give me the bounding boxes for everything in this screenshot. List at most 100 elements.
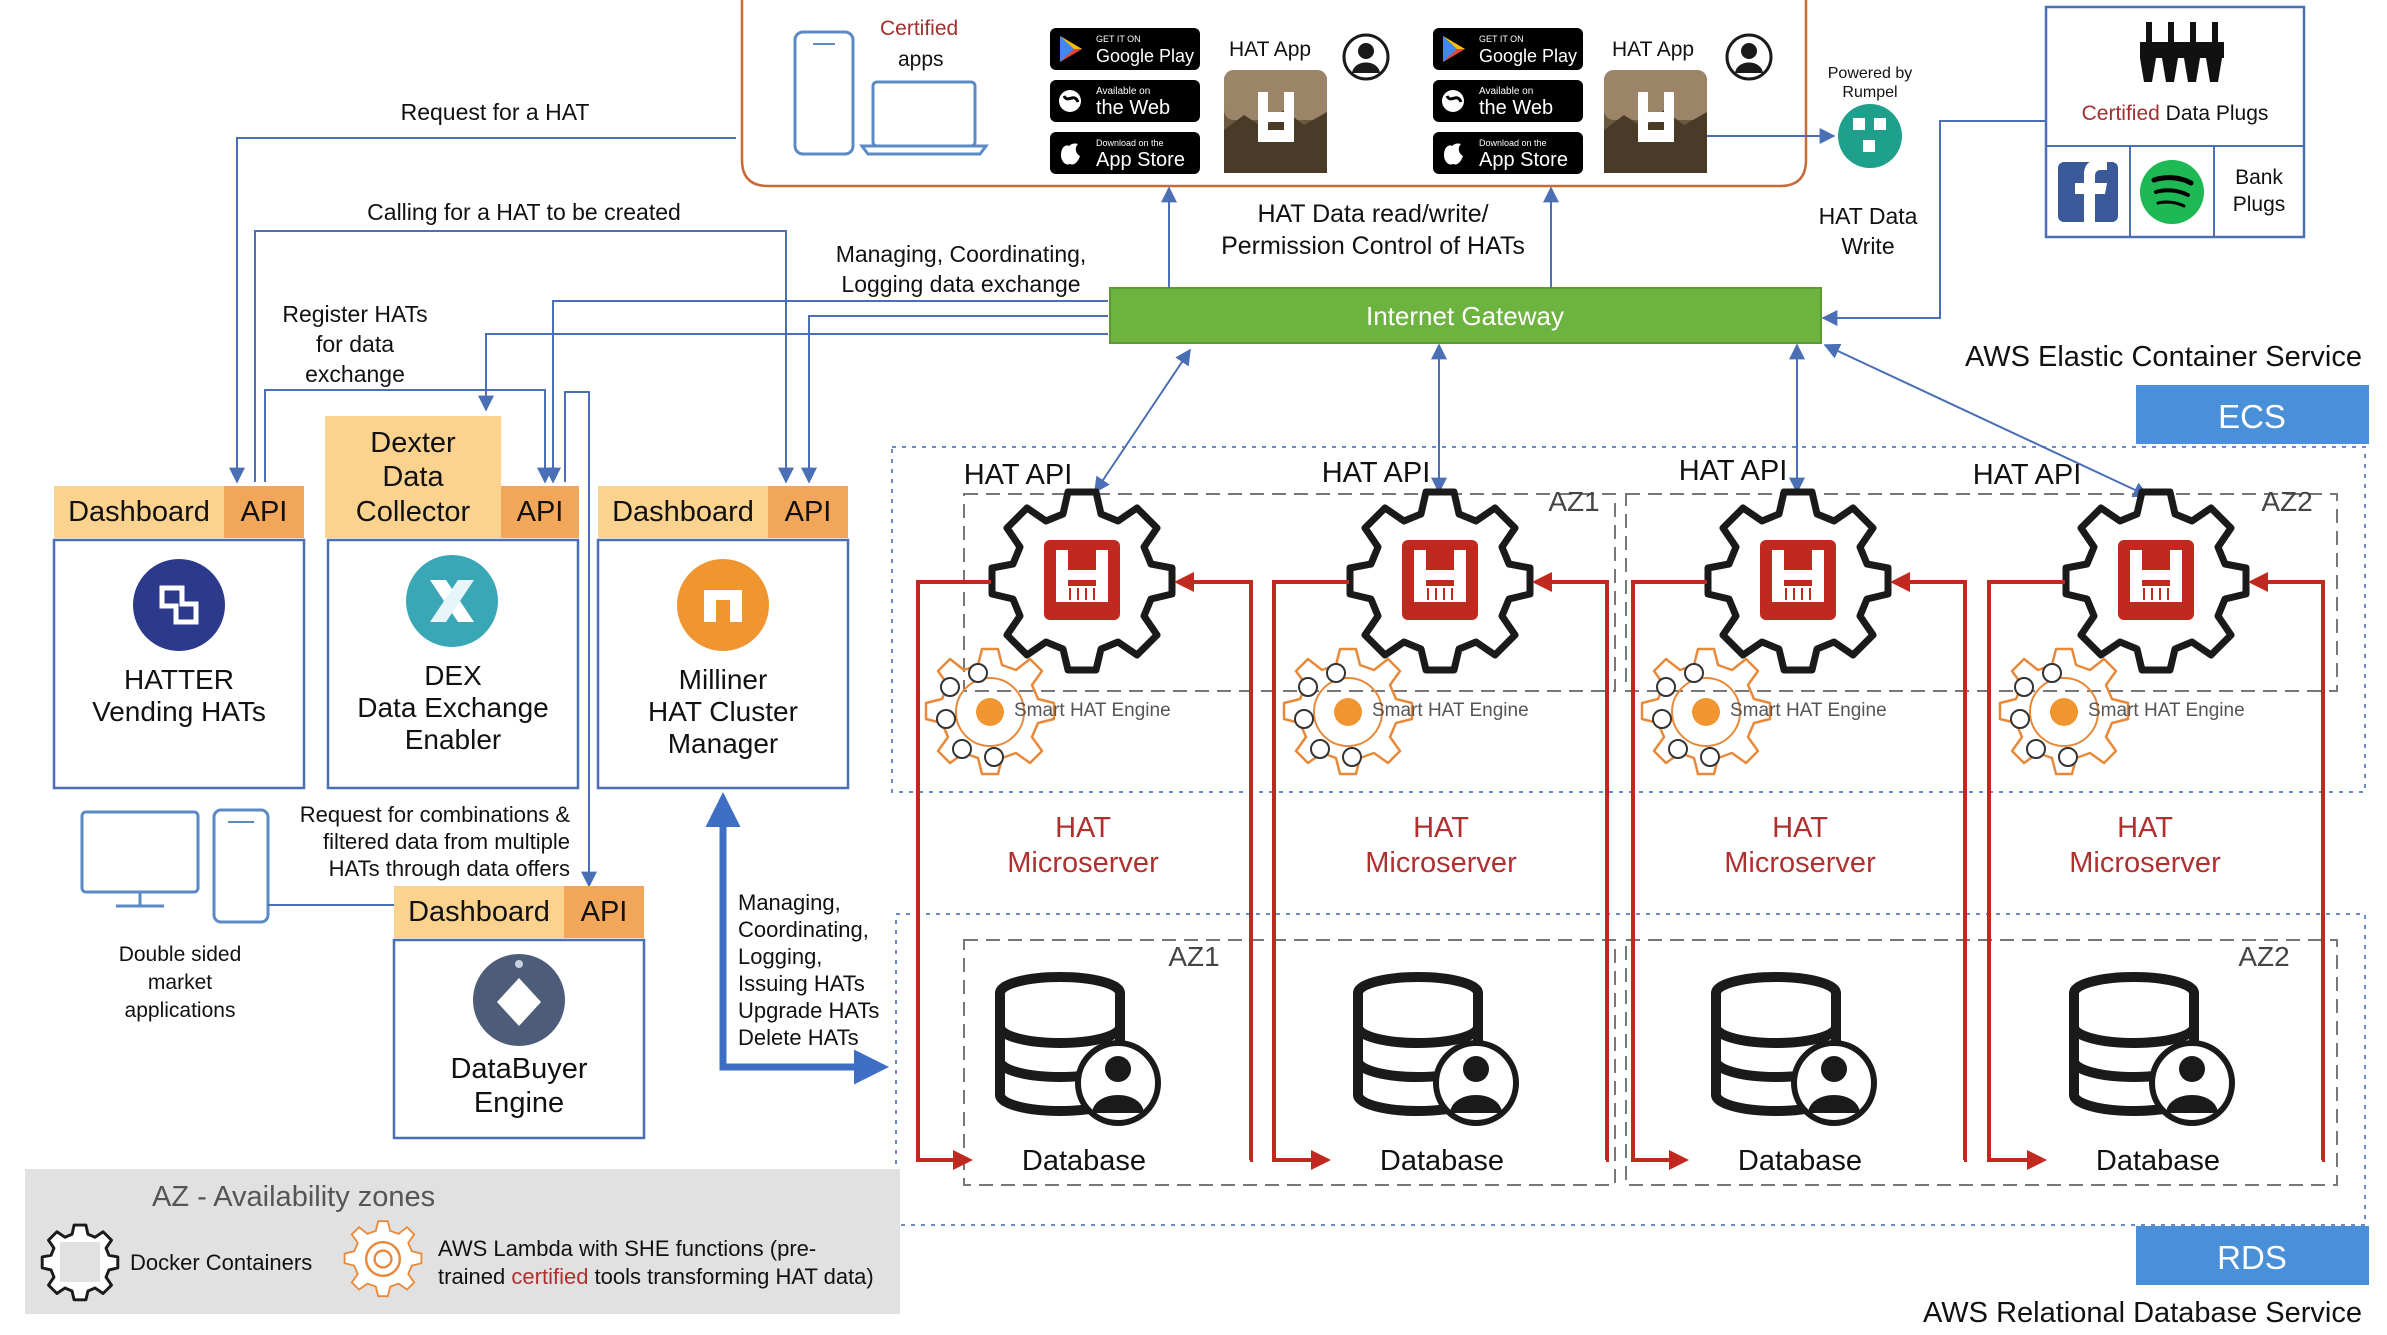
svg-text:HAT API: HAT API <box>1973 459 2082 491</box>
svg-text:Issuing HATs: Issuing HATs <box>738 971 865 996</box>
lambda-legend-label-2: trained certified tools transforming HAT… <box>438 1264 874 1289</box>
hat-microserver-2: HAT API Smart HAT Engine HAT Microserver… <box>1272 457 1609 1177</box>
svg-text:Dashboard: Dashboard <box>408 896 550 928</box>
market-label-2: market <box>148 971 212 994</box>
svg-text:Smart HAT Engine: Smart HAT Engine <box>1372 700 1529 721</box>
databuyer-logo-icon <box>473 954 565 1046</box>
svg-text:App Store: App Store <box>1479 149 1568 171</box>
svg-text:GET IT ON: GET IT ON <box>1479 34 1524 44</box>
register-label-3: exchange <box>305 361 405 387</box>
register-label-2: for data <box>316 331 394 357</box>
certified-apps-panel <box>740 0 1808 188</box>
svg-text:Database: Database <box>1738 1145 1862 1177</box>
svg-text:API: API <box>517 496 564 528</box>
hatter-box <box>52 538 306 790</box>
svg-text:AZ2: AZ2 <box>2261 486 2312 517</box>
milliner-desc-2: Manager <box>668 728 779 759</box>
svg-text:Request for combinations &: Request for combinations & <box>300 802 571 827</box>
hat-data-write-label-1: HAT Data <box>1819 203 1918 229</box>
internet-gateway-label: Internet Gateway <box>1366 301 1564 331</box>
internet-gateway <box>1109 287 1822 344</box>
hat-app-icon-1[interactable] <box>1224 70 1327 173</box>
rumpel-label: Rumpel <box>1842 84 1897 101</box>
certified-label: Certified <box>880 17 958 40</box>
milliner-desc-1: HAT Cluster <box>648 696 798 727</box>
rds-badge <box>2136 1226 2369 1285</box>
spotify-icon[interactable] <box>2140 160 2204 224</box>
hat-microserver-4: HAT API Smart HAT Engine HAT Microserver… <box>1973 459 2325 1177</box>
hat-app-icon-2[interactable] <box>1604 70 1707 173</box>
databuyer-api-header[interactable] <box>564 886 644 938</box>
user-icon-2 <box>1725 33 1773 81</box>
managing-label-2: Logging data exchange <box>841 271 1080 297</box>
app-store-badge[interactable]: Download on the App Store <box>1050 132 1200 174</box>
user-icon-1 <box>1342 33 1390 81</box>
svg-text:API: API <box>785 496 832 528</box>
market-label-1: Double sided <box>119 943 242 966</box>
svg-text:Download on the: Download on the <box>1479 138 1547 148</box>
databuyer-name: DataBuyer <box>450 1053 587 1085</box>
web-badge[interactable]: Available on the Web <box>1048 78 1202 124</box>
svg-text:Database: Database <box>1380 1145 1504 1177</box>
svg-text:HATs through data offers: HATs through data offers <box>329 856 570 881</box>
hat-microserver-1: HAT API Smart HAT Engine HAT Microserver… <box>916 459 1253 1177</box>
facebook-icon[interactable] <box>2058 160 2118 222</box>
google-play-badge-2[interactable]: GET IT ON Google Play <box>1433 28 1583 70</box>
svg-text:Google Play: Google Play <box>1479 46 1577 66</box>
databuyer-desc: Engine <box>474 1087 564 1119</box>
tablet-icon <box>793 30 855 156</box>
svg-text:AZ1: AZ1 <box>1548 486 1599 517</box>
az2-rds-zone <box>1625 939 2338 1186</box>
docker-container-icon <box>1708 492 1888 670</box>
databuyer-box <box>392 938 646 1140</box>
docker-container-icon <box>992 492 1172 670</box>
svg-text:HAT: HAT <box>1413 812 1469 844</box>
svg-text:Dashboard: Dashboard <box>612 496 754 528</box>
svg-text:API: API <box>581 896 628 928</box>
hat-data-write-label-2: Write <box>1841 233 1894 259</box>
plugs-label: Plugs <box>2233 193 2286 216</box>
database-icon <box>2074 977 2232 1123</box>
hatter-dashboard-header[interactable] <box>54 486 224 538</box>
svg-text:Download on the: Download on the <box>1096 138 1164 148</box>
managing-label-1: Managing, Coordinating, <box>836 241 1087 267</box>
hatter-desc: Vending HATs <box>92 696 266 727</box>
svg-text:Available on: Available on <box>1479 86 1533 97</box>
apps-label: apps <box>898 48 944 71</box>
google-play-badge[interactable]: GET IT ON Google Play <box>1050 28 1200 70</box>
web-badge-2[interactable]: Available on the Web <box>1431 78 1585 124</box>
svg-text:AZ2: AZ2 <box>2238 941 2289 972</box>
svg-text:Dashboard: Dashboard <box>68 496 210 528</box>
hatter-api-header[interactable] <box>224 486 304 538</box>
svg-text:Managing,: Managing, <box>738 890 841 915</box>
dexter-header[interactable] <box>325 416 501 538</box>
bank-label: Bank <box>2235 166 2283 189</box>
svg-text:Google Play: Google Play <box>1096 46 1194 66</box>
hatter-name: HATTER <box>124 664 234 695</box>
hat-data-rw-label-1: HAT Data read/write/ <box>1257 200 1488 228</box>
milliner-management-arrow <box>705 792 889 1085</box>
svg-text:API: API <box>241 496 288 528</box>
database-icon <box>1716 977 1874 1123</box>
dex-desc-2: Enabler <box>405 724 502 755</box>
milliner-name: Milliner <box>679 664 768 695</box>
app-store-badge-2[interactable]: Download on the App Store <box>1433 132 1583 174</box>
svg-text:App Store: App Store <box>1096 149 1185 171</box>
svg-text:HAT: HAT <box>1772 812 1828 844</box>
milliner-dashboard-header[interactable] <box>598 486 768 538</box>
svg-text:HAT API: HAT API <box>1322 457 1431 489</box>
dex-logo-icon <box>406 555 498 647</box>
milliner-api-header[interactable] <box>768 486 848 538</box>
az1-ecs-zone <box>963 493 1616 692</box>
hat-app-label-2: HAT App <box>1612 38 1694 61</box>
hat-data-rw-label-2: Permission Control of HATs <box>1221 232 1525 260</box>
svg-text:Smart HAT Engine: Smart HAT Engine <box>1014 700 1171 721</box>
svg-text:Upgrade HATs: Upgrade HATs <box>738 998 879 1023</box>
docker-container-icon <box>2066 492 2246 670</box>
dex-api-header[interactable] <box>501 486 579 538</box>
az1-rds-zone <box>963 939 1616 1186</box>
databuyer-dashboard-header[interactable] <box>394 886 564 938</box>
docker-container-icon <box>1350 492 1530 670</box>
dex-box <box>326 538 580 790</box>
